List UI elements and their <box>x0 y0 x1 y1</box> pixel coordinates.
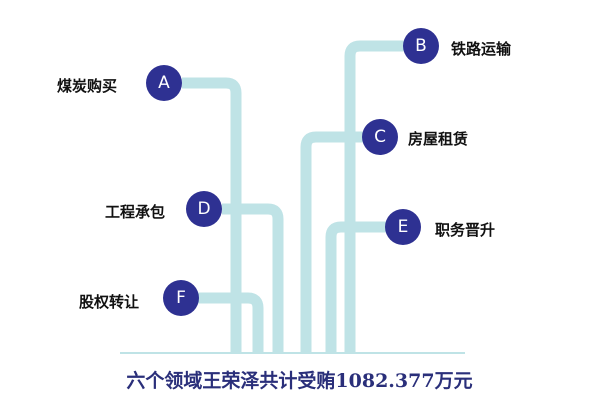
label-equity-transfer: 股权转让 <box>79 293 140 311</box>
label-railway-transport: 铁路运输 <box>451 40 512 58</box>
node-f: F <box>163 280 199 316</box>
diagram-caption: 六个领域王荣泽共计受贿1082.377万元 <box>126 370 473 392</box>
pipe-b <box>344 40 406 353</box>
label-job-promotion: 职务晋升 <box>435 221 496 239</box>
node-b: B <box>403 28 439 64</box>
label-project-contracting: 工程承包 <box>105 203 166 221</box>
node-e: E <box>385 209 421 245</box>
label-coal-purchase: 煤炭购买 <box>57 77 118 95</box>
node-a: A <box>146 65 182 101</box>
node-d: D <box>186 191 222 227</box>
node-c: C <box>362 119 398 155</box>
pipe-d <box>222 203 284 353</box>
label-house-rental: 房屋租赁 <box>408 130 469 148</box>
pipe-a <box>182 77 242 353</box>
pipe-f <box>198 292 264 353</box>
pipe-c <box>300 131 363 353</box>
pipe-e <box>325 221 387 353</box>
